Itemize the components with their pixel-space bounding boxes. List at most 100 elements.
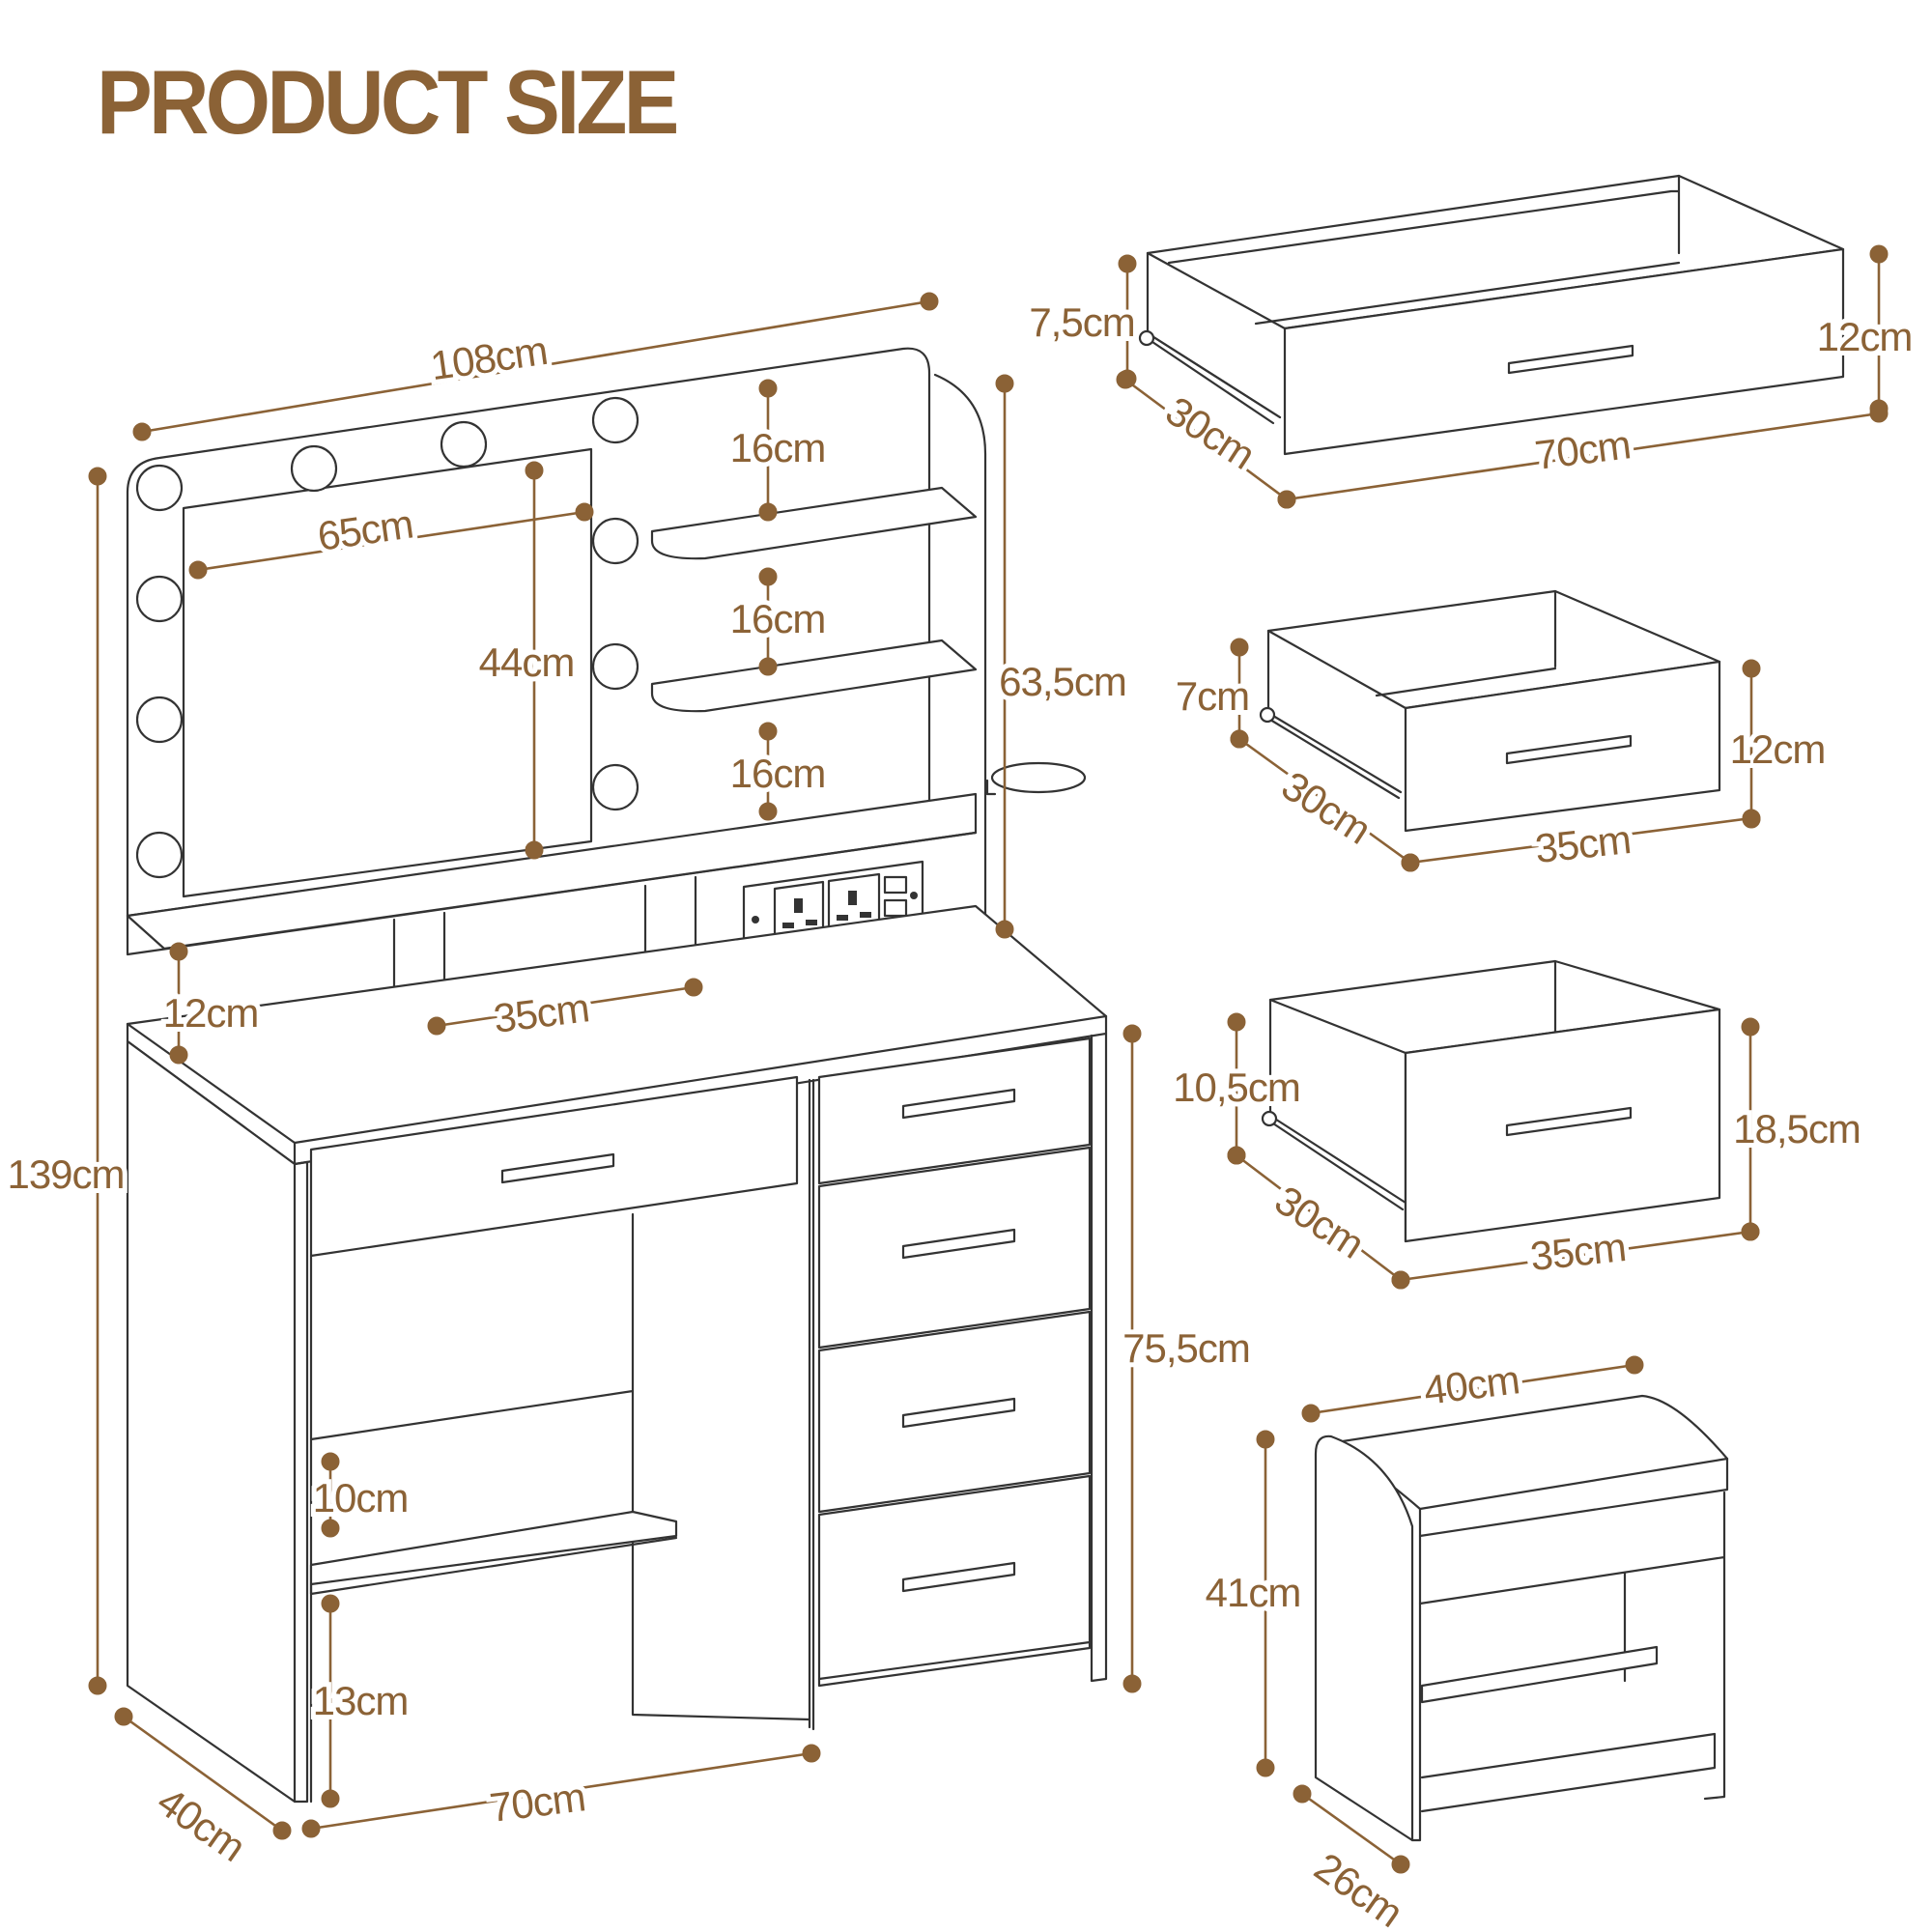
label-drawer-small-front-height: 12cm — [1730, 726, 1826, 772]
vanity-drawer-cabinet — [808, 1032, 1108, 1731]
bulb-icon — [135, 464, 184, 512]
dimension-endpoint-dot — [1742, 810, 1761, 829]
dimension-endpoint-dot — [188, 560, 208, 580]
label-stool-width: 40cm — [1421, 1356, 1521, 1413]
drawer-handle-icon — [500, 1152, 615, 1184]
dimension-line — [123, 1715, 283, 1833]
label-stool-height: 41cm — [1206, 1570, 1301, 1615]
dimension-endpoint-dot — [1230, 638, 1249, 657]
drawer-large-drawing — [1138, 174, 1845, 456]
dimension-endpoint-dot — [321, 1594, 340, 1613]
drawer-handle-icon — [901, 1397, 1016, 1429]
dimension-endpoint-dot — [802, 1744, 821, 1763]
dimension-endpoint-dot — [301, 1819, 321, 1838]
label-footrest-gap: 10cm — [313, 1475, 409, 1520]
dimension-line — [197, 510, 585, 572]
dimension-endpoint-dot — [758, 722, 778, 741]
stool-left-panel — [1314, 1435, 1414, 1842]
dimension-endpoint-dot — [758, 379, 778, 398]
dimension-endpoint-dot — [1230, 729, 1249, 749]
dimension-endpoint-dot — [1116, 370, 1135, 389]
dimension-line — [1236, 1153, 1402, 1282]
dimension-endpoint-dot — [321, 1789, 340, 1808]
stool-drawing — [1314, 1394, 1729, 1842]
dimension-line — [310, 1751, 812, 1831]
label-open-shelf-height: 12cm — [163, 990, 259, 1036]
bulb-icon — [135, 831, 184, 879]
label-vanity-depth: 40cm — [149, 1778, 253, 1870]
dimension-line — [1286, 412, 1880, 501]
dimension-endpoint-dot — [1401, 853, 1420, 872]
bulb-icon — [135, 696, 184, 744]
dimension-lines — [88, 244, 1889, 1874]
dimension-line — [436, 985, 695, 1028]
dimension-endpoint-dot — [1625, 1355, 1644, 1375]
drawer-handle-icon — [901, 1561, 1016, 1593]
dimension-endpoint-dot — [1391, 1270, 1410, 1290]
dimension-endpoint-dot — [1256, 1430, 1275, 1449]
dimension-endpoint-dot — [920, 292, 939, 311]
dimension-endpoint-dot — [995, 374, 1014, 393]
page-title: PRODUCT SIZE — [97, 51, 679, 153]
drawer-handle-icon — [1505, 1106, 1633, 1137]
label-footrest-height: 13cm — [313, 1678, 409, 1723]
drawer-handle-icon — [1505, 734, 1633, 765]
dimension-endpoint-dot — [1256, 1758, 1275, 1777]
dimension-line — [141, 299, 930, 434]
dimension-endpoint-dot — [169, 942, 188, 961]
dimension-endpoint-dot — [1293, 1784, 1312, 1804]
drawer-deep-drawing — [1261, 959, 1721, 1243]
vanity-bulbs — [135, 396, 639, 879]
bulb-icon — [135, 575, 184, 623]
dimension-endpoint-dot — [1122, 1674, 1142, 1693]
vanity-hutch-side — [933, 373, 987, 944]
label-hutch-height: 63,5cm — [999, 659, 1126, 704]
bulb-icon — [440, 420, 488, 469]
vanity-footrest — [309, 1510, 678, 1586]
bulb-icon — [591, 396, 639, 444]
drawer-handle-icon — [901, 1228, 1016, 1260]
dimension-endpoint-dot — [169, 1045, 188, 1065]
dimension-endpoint-dot — [1277, 490, 1296, 509]
dimension-endpoint-dot — [1742, 659, 1761, 678]
dimension-endpoint-dot — [321, 1519, 340, 1538]
label-vanity-width-total: 108cm — [428, 327, 550, 388]
label-shelf-gap-top: 16cm — [730, 425, 826, 470]
dimension-line — [1124, 378, 1288, 501]
vanity-left-panel — [126, 1039, 297, 1804]
label-desk-width: 70cm — [487, 1774, 587, 1831]
bulb-icon — [591, 517, 639, 565]
bulb-icon — [591, 763, 639, 811]
dimension-endpoint-dot — [1391, 1855, 1410, 1874]
vanity-cubby-dividers — [392, 875, 697, 1011]
label-drawer-deep-inner-height: 10,5cm — [1173, 1065, 1300, 1110]
label-shelf-gap-middle: 16cm — [730, 596, 826, 641]
vanity-drawing — [126, 347, 1108, 1804]
label-drawer-small-width: 35cm — [1533, 816, 1633, 871]
label-drawer-large-inner-height: 7,5cm — [1029, 299, 1134, 345]
label-drawer-large-width: 70cm — [1532, 421, 1633, 478]
dimension-line — [1301, 1792, 1402, 1866]
dimension-endpoint-dot — [1118, 254, 1137, 273]
label-mirror-height: 44cm — [479, 639, 575, 685]
dimension-endpoint-dot — [88, 1676, 107, 1695]
dimension-endpoint-dot — [1301, 1404, 1321, 1423]
dimension-endpoint-dot — [995, 920, 1014, 939]
drawer-small-drawing — [1259, 589, 1721, 833]
dimension-endpoint-dot — [684, 978, 703, 997]
dimension-line — [1238, 737, 1411, 865]
dimension-line — [1409, 816, 1752, 865]
vanity-shelf-upper — [650, 486, 978, 560]
label-drawer-deep-width: 35cm — [1528, 1224, 1628, 1279]
dimension-endpoint-dot — [758, 502, 778, 522]
dimension-endpoint-dot — [525, 840, 544, 860]
hair-dryer-holder — [990, 761, 1087, 794]
dimension-endpoint-dot — [1741, 1222, 1760, 1241]
label-drawer-large-depth: 30cm — [1158, 387, 1263, 477]
label-drawer-large-front-height: 12cm — [1817, 314, 1913, 359]
dimension-endpoint-dot — [1869, 399, 1889, 418]
drawer-handle-icon — [1507, 344, 1634, 375]
dimension-endpoint-dot — [525, 461, 544, 480]
dimension-line — [1400, 1230, 1751, 1282]
dimension-endpoint-dot — [88, 467, 107, 486]
